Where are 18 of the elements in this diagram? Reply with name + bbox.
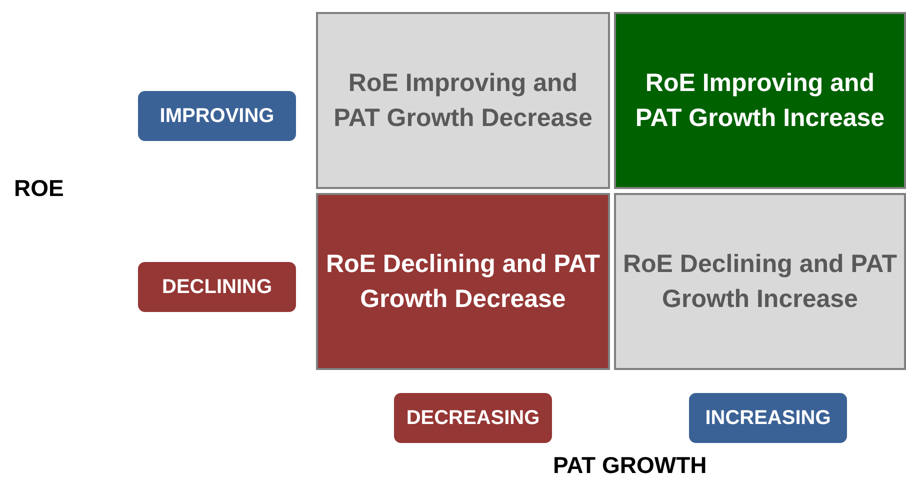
axis-title: PAT GROWTH: [553, 452, 707, 479]
badge-label: DECREASING: [406, 406, 540, 430]
axis-level-badge: [138, 262, 296, 312]
quadrant-box: [614, 193, 906, 370]
quadrant-box: [316, 193, 610, 370]
quadrant-box: [316, 12, 610, 189]
quadrant-label: RoE Declining and PAT Growth Decrease: [324, 249, 602, 314]
quadrant-label: RoE Improving and PAT Growth Decrease: [332, 68, 594, 134]
axis-level-badge: [689, 393, 847, 443]
axis-title: ROE: [14, 175, 64, 202]
quadrant-label: RoE Declining and PAT Growth Increase: [622, 249, 898, 314]
quadrant-box: [614, 12, 906, 189]
badge-label: IMPROVING: [160, 104, 274, 128]
axis-level-badge: [138, 91, 296, 141]
axis-level-badge: [394, 393, 552, 443]
badge-label: DECLINING: [162, 276, 272, 298]
badge-label: INCREASING: [705, 406, 831, 430]
quadrant-label: RoE Improving and PAT Growth Increase: [634, 68, 886, 134]
